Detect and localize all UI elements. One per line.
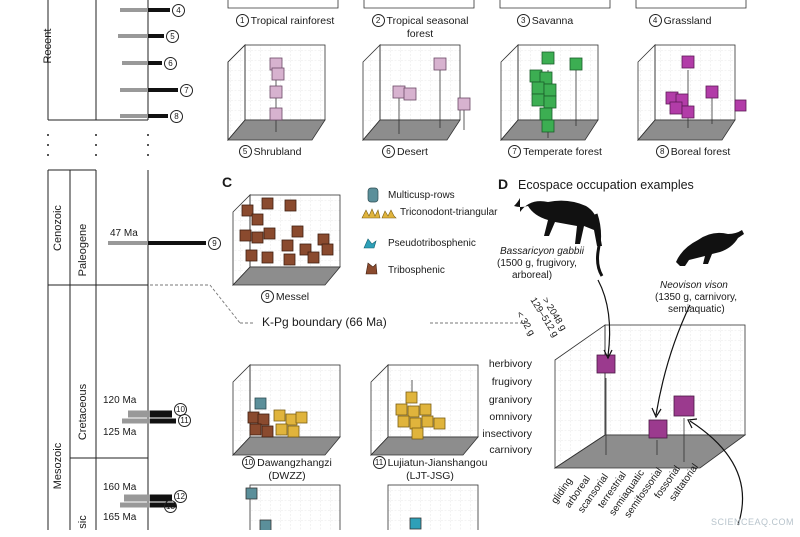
period-jurassic-label: sic [77, 515, 89, 529]
marker-6: 6 [164, 57, 179, 71]
neovison-silhouette [676, 230, 744, 266]
legend-pseudotribosphenic: Pseudotribosphenic [388, 238, 476, 249]
watermark: SCIENCEAQ.COM [710, 517, 794, 527]
kpg-boundary-line [150, 284, 530, 324]
species2-detail2: semiaquatic) [668, 304, 725, 315]
period-paleogene-label: Paleogene [77, 223, 89, 277]
bassaricyon-silhouette [514, 198, 604, 277]
marker-7: 7 [180, 84, 195, 98]
marker-13: 13 [164, 500, 179, 514]
box-boreal [637, 44, 736, 142]
box-temperate [500, 44, 599, 142]
box-ljt [370, 364, 479, 457]
panel-c-letter: C [222, 174, 233, 190]
era-mesozoic-label: Mesozoic [52, 442, 64, 490]
legend-icons [361, 187, 397, 275]
age-47: 47 Ma [110, 228, 138, 239]
period-cretaceous-label: Cretaceous [77, 383, 89, 441]
panel-d-letter: D [498, 176, 509, 192]
era-cenozoic-label: Cenozoic [52, 205, 64, 251]
annotation-arrows [597, 279, 744, 526]
species1-detail1: (1500 g, frugivory, [497, 258, 577, 269]
species2-detail1: (1350 g, carnivory, [655, 292, 738, 303]
desert-cubes [392, 57, 471, 134]
box-shrubland [227, 44, 326, 142]
box-desert [362, 44, 461, 142]
diet-omnivory: omnivory [489, 411, 532, 423]
diet-frugivory: frugivory [491, 376, 532, 388]
marker-9: 9 [208, 237, 223, 251]
species1-detail2: arboreal) [512, 270, 553, 281]
temperate-cubes [529, 51, 583, 138]
age-160: 160 Ma [103, 482, 137, 493]
marker-12: 12 [174, 490, 189, 504]
marker-8: 8 [170, 110, 185, 124]
timeline-dots [47, 134, 149, 156]
boreal-cubes [665, 55, 747, 128]
row1-box-edges [227, 0, 747, 9]
messel-cubes [239, 197, 334, 266]
legend-triconodont: Triconodont-triangular [400, 207, 498, 218]
species2-name: Neovison vison [660, 280, 728, 291]
species1-name: Bassaricyon gabbii [500, 246, 584, 257]
diet-insectivory: insectivory [482, 428, 532, 440]
dwzz-cubes [247, 397, 308, 438]
diet-herbivory: herbivory [488, 358, 532, 370]
diet-granivory: granivory [488, 394, 532, 406]
marker-11: 11 [178, 414, 193, 428]
box-jurassic-partial [245, 484, 479, 530]
age-120: 120 Ma [103, 395, 137, 406]
shrubland-cubes [269, 57, 285, 132]
box-ecospace [553, 324, 747, 469]
marker-4: 4 [172, 4, 187, 18]
box-dwzz [232, 364, 341, 457]
kpg-boundary-label: K-Pg boundary (66 Ma) [262, 315, 387, 329]
panel-d-title: Ecospace occupation examples [518, 178, 694, 192]
timeline-frame [47, 0, 149, 530]
age-165: 165 Ma [103, 512, 137, 523]
age-125: 125 Ma [103, 427, 137, 438]
legend-tribosphenic: Tribosphenic [388, 265, 445, 276]
ecospace-cubes [596, 354, 695, 462]
legend-multicusp: Multicusp-rows [388, 190, 455, 201]
era-recent-label: Recent [42, 28, 54, 64]
ljt-cubes [395, 380, 446, 440]
diet-carnivory: carnivory [489, 444, 532, 456]
timeline-bars [108, 8, 206, 508]
marker-5: 5 [166, 30, 181, 44]
